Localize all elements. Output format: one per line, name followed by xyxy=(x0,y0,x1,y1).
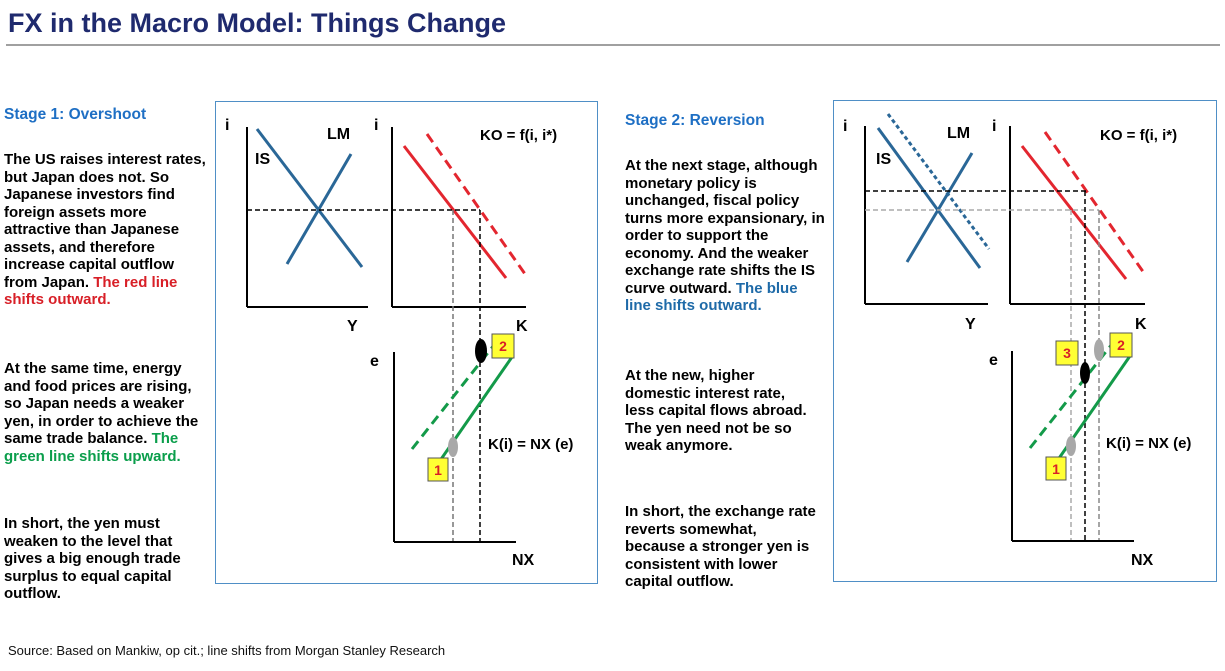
ko-axis-i: i xyxy=(374,117,378,134)
stage1-diagram: i Y LM IS i K KO = f(i, i*) e NX K(i) = … xyxy=(225,117,573,569)
stage1-paragraph-3: In short, the yen must weaken to the lev… xyxy=(4,515,181,602)
k-nx-label: K(i) = NX (e) xyxy=(488,436,573,453)
lm-label: LM xyxy=(327,126,350,143)
point-1-label: 1 xyxy=(1052,461,1060,477)
is-original-curve xyxy=(876,127,982,269)
ko-label: KO = f(i, i*) xyxy=(1100,127,1177,144)
title-divider xyxy=(6,44,1220,46)
point-1-box xyxy=(1045,456,1067,481)
stage2-diagram: i Y LM IS i K KO = f(i, i*) e NX K(i) = … xyxy=(843,113,1191,569)
lm-curve xyxy=(285,153,353,265)
is-curve xyxy=(255,128,364,268)
point-2-box xyxy=(1109,332,1133,358)
stage2-heading: Stage 2: Reversion xyxy=(625,112,765,129)
is-label: IS xyxy=(255,151,270,168)
ko-shifted-line xyxy=(1043,131,1146,274)
page-title: FX in the Macro Model: Things Change xyxy=(8,8,507,38)
stage2-diagram-panel: i Y LM IS i K KO = f(i, i*) e NX K(i) = … xyxy=(833,100,1217,582)
ko-axis-k: K xyxy=(1135,316,1147,333)
stage1-diagram-panel: i Y LM IS i K KO = f(i, i*) e NX K(i) = … xyxy=(215,101,598,584)
islm-axis-y: Y xyxy=(965,316,976,333)
stage1-paragraph-1: The US raises interest rates, but Japan … xyxy=(4,151,209,309)
equilibrium-marker-1 xyxy=(1066,436,1076,456)
nx-axis-nx: NX xyxy=(1131,552,1154,569)
ko-axis-i: i xyxy=(992,118,996,135)
equilibrium-marker-2 xyxy=(475,339,487,363)
ko-axis-k: K xyxy=(516,318,528,335)
equilibrium-marker-2 xyxy=(1094,339,1104,361)
stage1-p1-text: The US raises interest rates, but Japan … xyxy=(4,151,206,291)
stage2-paragraph-2: At the new, higher domestic interest rat… xyxy=(625,367,807,454)
stage1-heading: Stage 1: Overshoot xyxy=(4,106,147,123)
ko-original-line xyxy=(1020,145,1128,280)
stage1-p2-text: At the same time, energy and food prices… xyxy=(4,360,199,447)
stage1-paragraph-2: At the same time, energy and food prices… xyxy=(4,360,209,465)
stage2-p1-highlight: The blue line shifts outward. xyxy=(625,279,798,315)
source-note: Source: Based on Mankiw, op cit.; line s… xyxy=(8,643,446,658)
nx-axis-e: e xyxy=(989,352,998,369)
islm-axis-i: i xyxy=(225,117,229,134)
equilibrium-marker-3 xyxy=(1080,362,1090,384)
point-2-label: 2 xyxy=(499,338,507,354)
ko-original-line xyxy=(402,145,508,279)
ko-label: KO = f(i, i*) xyxy=(480,127,557,144)
is-label: IS xyxy=(876,151,891,168)
point-3-label: 3 xyxy=(1063,345,1071,361)
point-1-label: 1 xyxy=(434,462,442,478)
islm-axis-i: i xyxy=(843,118,847,135)
stage1-p1-highlight: The red line shifts outward. xyxy=(4,273,178,309)
point-2-label: 2 xyxy=(1117,337,1125,353)
stage2-paragraph-1: At the next stage, although monetary pol… xyxy=(625,157,825,315)
nx-axis-nx: NX xyxy=(512,552,535,569)
point-1-box xyxy=(427,457,449,482)
point-2-box xyxy=(491,333,515,359)
stage2-paragraph-3: In short, the exchange rate reverts some… xyxy=(625,503,816,590)
point-3-box xyxy=(1055,340,1079,366)
stage1-p2-highlight: The green line shifts upward. xyxy=(4,430,181,465)
stage2-p1-text: At the next stage, although monetary pol… xyxy=(625,157,825,297)
lm-label: LM xyxy=(947,125,970,142)
nx-axis-e: e xyxy=(370,353,379,370)
is-shifted-curve xyxy=(886,113,991,250)
lm-curve xyxy=(905,152,974,263)
equilibrium-marker-1 xyxy=(448,437,458,457)
islm-axis-y: Y xyxy=(347,318,358,335)
k-nx-label: K(i) = NX (e) xyxy=(1106,435,1191,452)
ko-shifted-line xyxy=(425,133,527,275)
